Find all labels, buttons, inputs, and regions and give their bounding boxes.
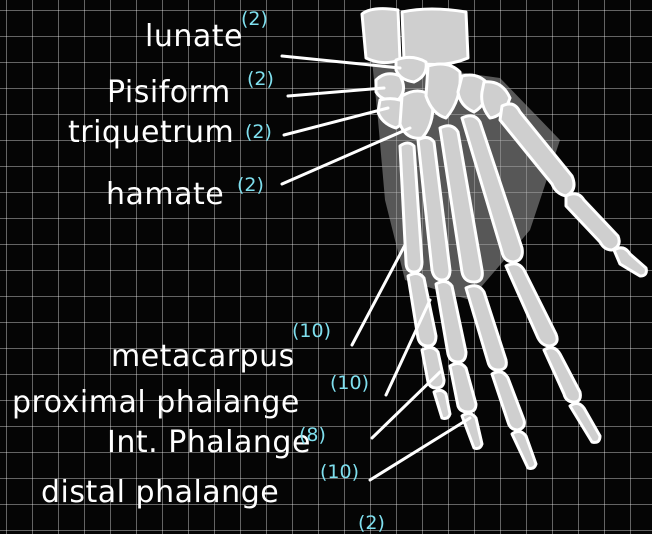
- count-pisiform: (2): [247, 70, 274, 89]
- lunate-bone: [396, 57, 426, 82]
- leader-line-pisiform: [288, 88, 384, 96]
- intermediate-phalanx-3: [492, 372, 524, 430]
- count-trailing: (2): [358, 514, 385, 533]
- label-proximal-phalange: proximal phalange: [12, 388, 300, 418]
- count-hamate: (2): [237, 176, 264, 195]
- count-metacarpus: (10): [292, 322, 331, 341]
- label-int-phalange: Int. Phalange: [107, 428, 311, 458]
- intermediate-phalanx-2: [544, 348, 580, 402]
- distal-phalanx-5: [434, 390, 450, 418]
- thumb-proximal-phalanx: [566, 194, 619, 250]
- label-metacarpus: metacarpus: [111, 342, 295, 372]
- count-lunate: (2): [241, 10, 268, 29]
- intermediate-phalanx-4: [450, 363, 476, 412]
- distal-phalanx-4: [462, 413, 482, 448]
- distal-phalanx-2: [570, 403, 600, 442]
- proximal-phalanx-2: [506, 264, 557, 346]
- radius-bone: [362, 9, 400, 63]
- distal-phalanx-3: [512, 431, 536, 468]
- leader-line-triquetrum: [284, 108, 388, 135]
- count-triquetrum: (2): [245, 123, 272, 142]
- label-hamate: hamate: [106, 180, 224, 210]
- count-distal-phalange: (10): [320, 463, 359, 482]
- hand-bones: [362, 9, 646, 469]
- label-distal-phalange: distal phalange: [41, 478, 279, 508]
- label-lunate: lunate: [145, 22, 243, 52]
- leader-line-metacarpus: [352, 245, 405, 345]
- intermediate-phalanx-5: [422, 347, 444, 388]
- count-int-phalange: (8): [299, 426, 326, 445]
- leader-line-int-phalange: [372, 372, 440, 438]
- proximal-phalanx-3: [466, 286, 506, 370]
- label-triquetrum: triquetrum: [68, 118, 234, 148]
- leader-line-proximal-phalange: [386, 300, 430, 395]
- thumb-distal-phalanx: [614, 248, 646, 276]
- label-pisiform: Pisiform: [107, 78, 231, 108]
- count-proximal-phalange: (10): [330, 374, 369, 393]
